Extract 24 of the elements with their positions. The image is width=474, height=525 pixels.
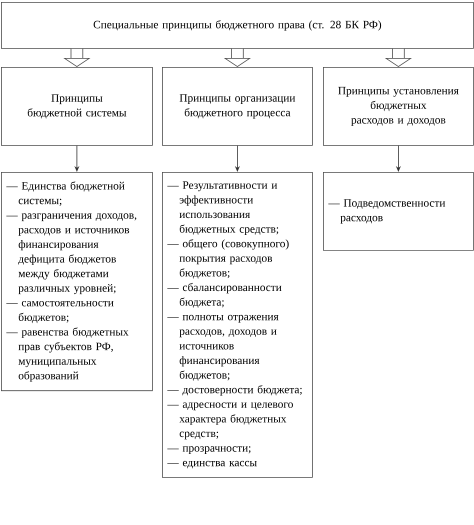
list-item: — полноты отражения расходов, доходов и источников финансирования бюджетов;	[167, 314, 278, 381]
list-item: — адресности и целевого характера бюджетных средств;	[167, 402, 293, 440]
box-text: Принципы организации бюджетного процесса	[180, 94, 296, 119]
box-text: Принципы бюджетной системы	[28, 94, 126, 118]
title-box	[1, 2, 474, 49]
category-box	[162, 67, 313, 146]
list-item: — Подведомственности расходов	[328, 199, 446, 224]
box-text: Принципы установления бюджетных расходов и доходов	[338, 86, 459, 126]
list-item: — Результативности и эффективности использования бюджетных средств;	[167, 181, 278, 235]
list-item: — прозрачности;	[167, 446, 250, 454]
list-item: — Единства бюджетной системы;	[6, 181, 125, 206]
list-item: — разграничения доходов, расходов и источников финансирования дефицита бюджетов между бюджетами различных уровней;	[6, 213, 136, 294]
list-item: — достоверности бюджета;	[167, 385, 302, 396]
list-box	[1, 172, 153, 392]
list-item: — общего (совокупного) покрытия расходов бюджетов;	[167, 239, 289, 279]
list-item: — равенства бюджетных прав субъектов РФ, муниципальных образований	[6, 327, 129, 382]
box-text: Специальные принципы бюджетного права (ст. 28 БК РФ)	[94, 20, 382, 31]
list-item: — единства кассы	[167, 460, 257, 468]
list-item: — сбалансированности бюджета;	[167, 282, 282, 308]
list-item: — самостоятельности бюджетов;	[6, 300, 114, 324]
list-box	[162, 172, 313, 478]
category-box	[323, 67, 474, 146]
category-box	[1, 67, 153, 146]
list-box	[323, 172, 474, 251]
